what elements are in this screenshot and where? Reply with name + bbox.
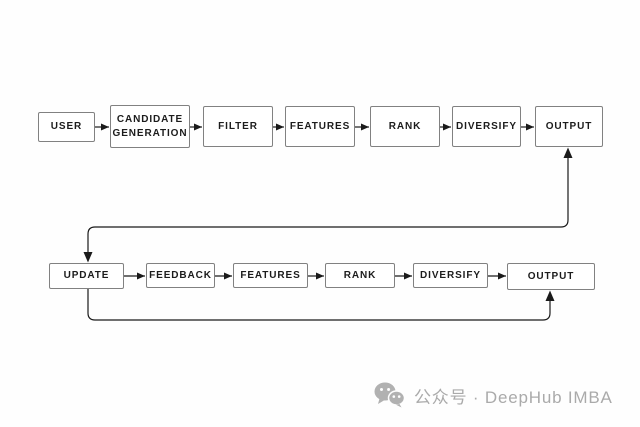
watermark-text: 公众号 · DeepHub IMBA: [414, 387, 613, 407]
node-candidate-generation: CANDIDATE GENERATION: [110, 105, 190, 148]
loop-output-top-update: [87, 153, 569, 260]
node-output-top: OUTPUT: [535, 106, 603, 147]
node-filter: FILTER: [203, 106, 273, 147]
node-feedback: FEEDBACK: [146, 263, 215, 288]
node-diversify-top: DIVERSIFY: [452, 106, 521, 147]
node-features-top: FEATURES: [285, 106, 355, 147]
node-features-bottom: FEATURES: [233, 263, 308, 288]
wechat-icon: [374, 382, 405, 408]
node-update: UPDATE: [49, 263, 124, 289]
watermark: 公众号 · DeepHub IMBA: [374, 382, 613, 408]
node-rank-top: RANK: [370, 106, 440, 147]
arrowhead-into-output-bottom: [545, 290, 555, 301]
loop-update-output-bottom: [87, 289, 551, 321]
arrowhead-into-update: [83, 252, 93, 263]
node-user: USER: [38, 112, 95, 142]
node-rank-bottom: RANK: [325, 263, 395, 288]
node-diversify-bottom: DIVERSIFY: [413, 263, 488, 288]
node-output-bottom: OUTPUT: [507, 263, 595, 290]
arrowhead-into-output-top: [563, 147, 573, 158]
